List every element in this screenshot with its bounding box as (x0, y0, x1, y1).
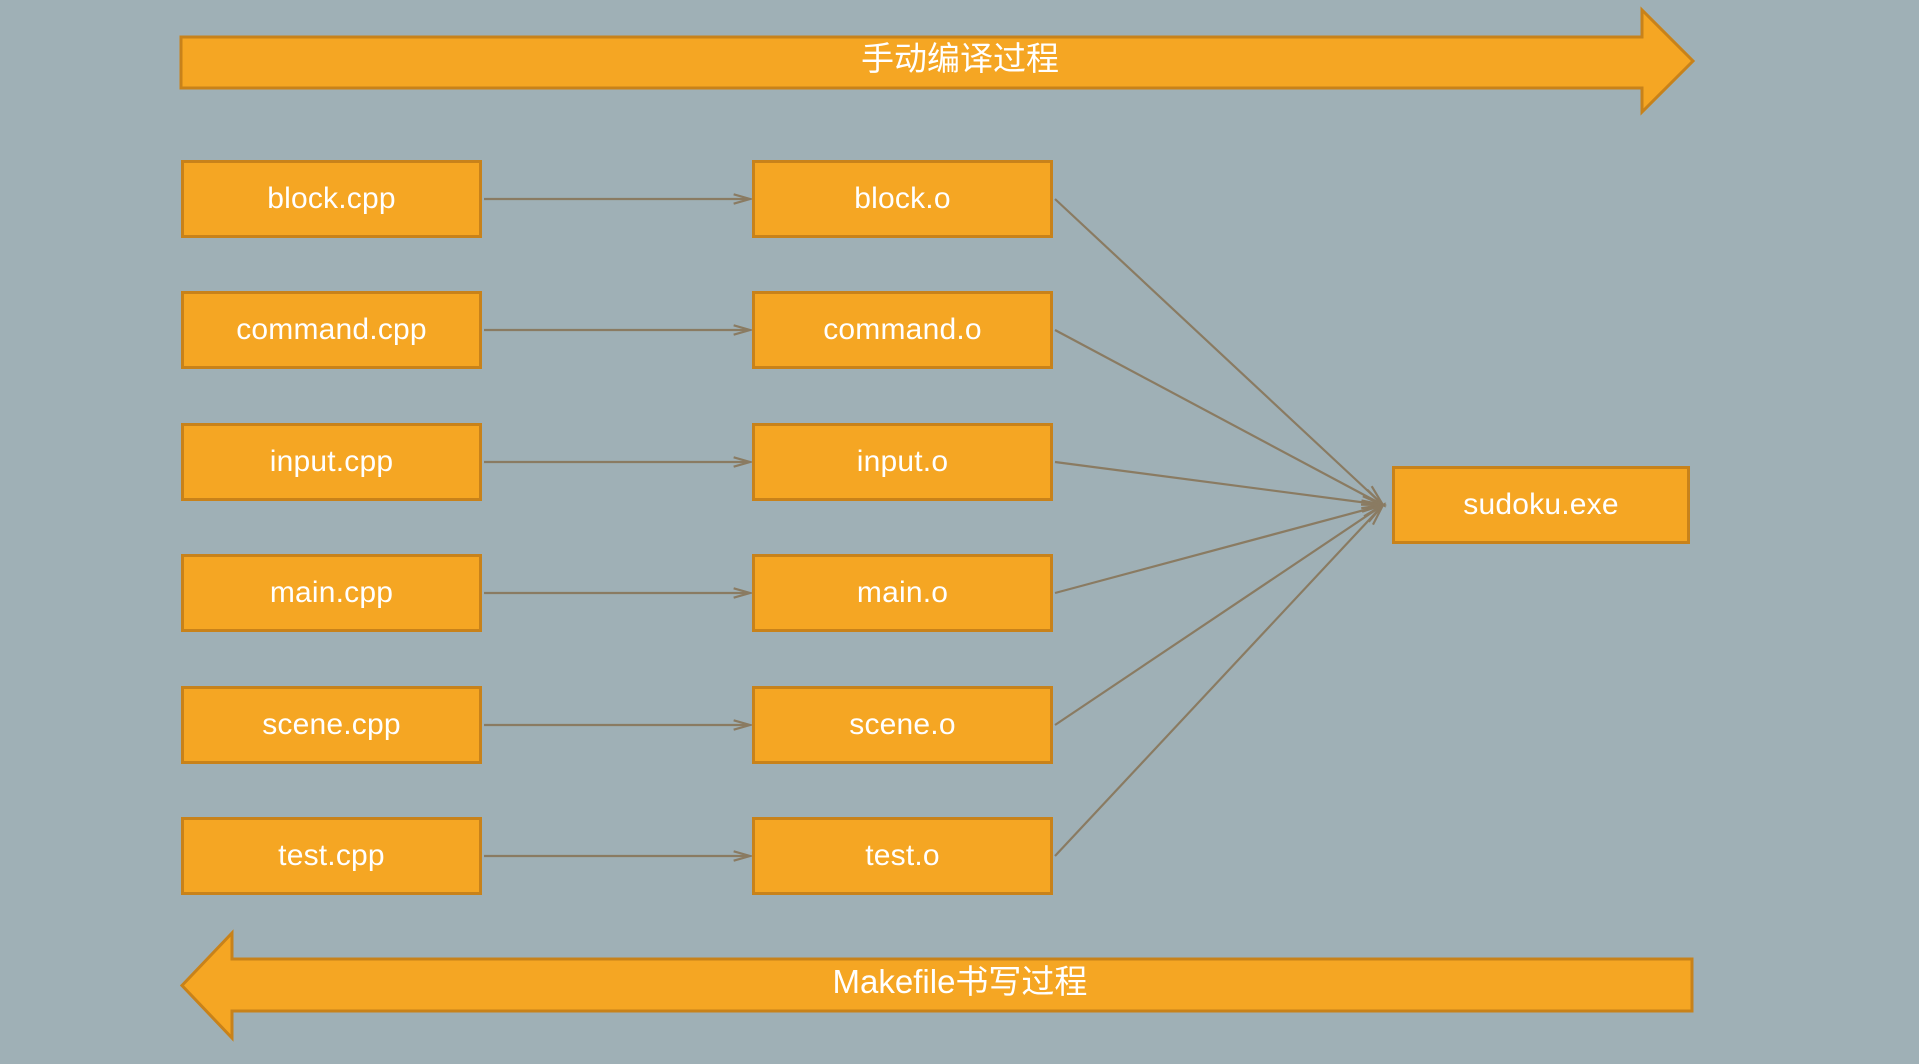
link-edge-input-o (1054, 460, 1384, 507)
source-node-scene-cpp[interactable]: scene.cpp (181, 686, 482, 764)
node-label: input.o (856, 445, 949, 478)
object-node-command-o[interactable]: command.o (752, 291, 1053, 369)
link-edge-scene-o (1054, 504, 1384, 726)
node-label: test.o (865, 839, 940, 872)
node-label: sudoku.exe (1463, 488, 1619, 521)
node-label: block.cpp (267, 182, 396, 215)
object-node-scene-o[interactable]: scene.o (752, 686, 1053, 764)
compile-arrowhead-command-o (733, 324, 754, 336)
link-arrowhead-block-o (1362, 485, 1386, 508)
compile-arrowhead-block-o (733, 193, 754, 205)
object-node-input-o[interactable]: input.o (752, 423, 1053, 501)
link-arrowhead-scene-o (1361, 502, 1387, 523)
node-label: input.cpp (269, 445, 394, 478)
node-label: command.cpp (236, 313, 427, 346)
node-label: main.cpp (269, 576, 394, 609)
compile-arrowhead-main-o (733, 587, 754, 599)
source-node-block-cpp[interactable]: block.cpp (181, 160, 482, 238)
link-arrowhead-command-o (1361, 488, 1387, 507)
object-node-main-o[interactable]: main.o (752, 554, 1053, 632)
link-edge-block-o (1054, 198, 1384, 506)
top-banner-label: 手动编译过程 (861, 40, 1059, 77)
link-edge-command-o (1054, 329, 1384, 506)
compile-arrowhead-input-o (733, 456, 754, 468)
link-arrowhead-main-o (1360, 503, 1387, 518)
source-node-main-cpp[interactable]: main.cpp (181, 554, 482, 632)
target-node-sudoku-exe[interactable]: sudoku.exe (1392, 466, 1690, 544)
node-label: scene.cpp (262, 708, 401, 741)
node-label: main.o (856, 576, 949, 609)
node-label: block.o (854, 182, 951, 215)
link-edge-main-o (1054, 503, 1384, 595)
compile-arrowhead-test-o (733, 850, 754, 862)
source-node-input-cpp[interactable]: input.cpp (181, 423, 482, 501)
node-label: test.cpp (278, 839, 385, 872)
node-label: scene.o (849, 708, 956, 741)
object-node-test-o[interactable]: test.o (752, 817, 1053, 895)
link-edge-test-o (1054, 504, 1384, 857)
source-node-test-cpp[interactable]: test.cpp (181, 817, 482, 895)
source-node-command-cpp[interactable]: command.cpp (181, 291, 482, 369)
object-node-block-o[interactable]: block.o (752, 160, 1053, 238)
link-arrowhead-test-o (1363, 502, 1386, 526)
node-label: command.o (823, 313, 982, 346)
bottom-banner-label: Makefile书写过程 (832, 963, 1088, 1000)
link-arrowhead-input-o (1361, 495, 1387, 510)
compile-arrowhead-scene-o (733, 719, 754, 731)
